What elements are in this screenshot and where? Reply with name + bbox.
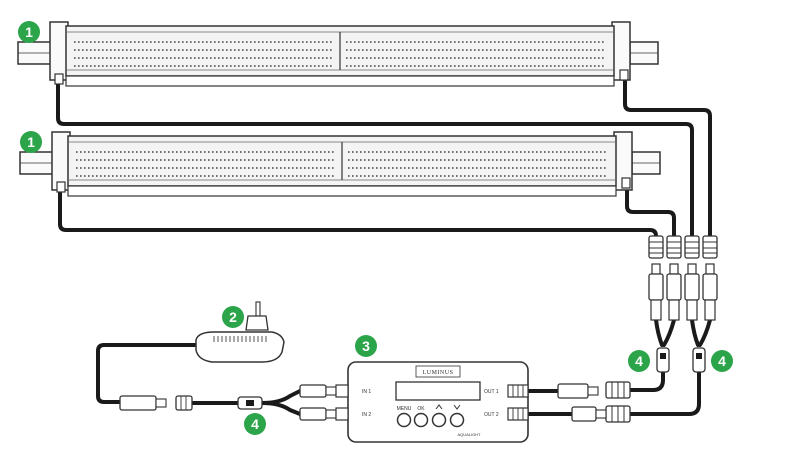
cable-bottom-fixture-left	[58, 188, 658, 238]
badge-fixture-top: 1	[18, 21, 40, 43]
controller-display	[395, 381, 481, 401]
chevron-down-icon	[453, 404, 461, 410]
plug-2	[666, 263, 682, 321]
led-fixture-top	[17, 21, 659, 87]
cable-splitter-left-b	[260, 401, 302, 416]
up-button[interactable]	[431, 412, 447, 428]
label-menu: MENU	[397, 406, 412, 412]
cable-bottom-fixture-right	[625, 184, 676, 238]
socket-2	[666, 235, 682, 259]
badge-fixture-bottom-label: 1	[27, 134, 35, 150]
cables	[56, 74, 712, 416]
cable-top-fixture-left	[56, 82, 694, 238]
splitter-right-junction	[692, 347, 706, 373]
splitter-mid-junction	[656, 347, 670, 373]
badge-fixture-top-label: 1	[25, 24, 33, 40]
cable-splitter-mid-out	[628, 370, 665, 392]
label-ok: OK	[417, 406, 425, 412]
label-in2: IN 2	[362, 412, 371, 418]
badge-splitter-left-label: 4	[251, 416, 259, 432]
badge-splitter-mid-label: 4	[635, 353, 643, 369]
badge-controller-label: 3	[362, 338, 370, 354]
controller-logo: LUMINUS	[423, 370, 454, 376]
ok-button[interactable]	[413, 412, 429, 428]
led-fixture-bottom	[19, 131, 661, 197]
cable-splitter-mid-a	[654, 318, 664, 347]
socket-1	[648, 235, 664, 259]
socket-3	[684, 235, 700, 259]
fixture-connectors	[605, 235, 718, 423]
cable-top-fixture-right	[623, 74, 712, 238]
label-in1: IN 1	[362, 389, 371, 395]
badge-splitter-left: 4	[244, 413, 266, 435]
power-adapter	[195, 301, 285, 363]
cable-splitter-right-out	[628, 370, 701, 416]
cable-splitter-right-b	[698, 318, 712, 347]
label-out1: OUT 1	[484, 389, 499, 395]
badge-power-adapter: 2	[222, 306, 244, 328]
label-out2: OUT 2	[484, 412, 499, 418]
badge-splitter-mid: 4	[628, 350, 650, 372]
power-cable-connectors	[119, 383, 607, 422]
plug-4	[702, 263, 718, 321]
controller: LUMINUS IN 1 IN 2 OUT 1 OUT 2 MENU OK AQ…	[335, 361, 529, 443]
down-button[interactable]	[449, 412, 465, 428]
badge-fixture-bottom: 1	[20, 131, 42, 153]
badge-splitter-right-label: 4	[718, 353, 726, 369]
plug-1	[648, 263, 664, 321]
controller-body	[347, 361, 529, 443]
controller-brand-small: AQUALIGHT	[457, 432, 481, 437]
cable-splitter-mid-b	[662, 318, 676, 347]
chevron-up-icon	[435, 404, 443, 410]
menu-button[interactable]	[396, 412, 412, 428]
socket-4	[702, 235, 718, 259]
badge-splitter-right: 4	[711, 350, 733, 372]
badge-controller: 3	[355, 335, 377, 357]
plug-3	[684, 263, 700, 321]
cable-splitter-right-a	[690, 318, 700, 347]
cable-power	[96, 343, 198, 404]
badge-power-adapter-label: 2	[229, 309, 237, 325]
